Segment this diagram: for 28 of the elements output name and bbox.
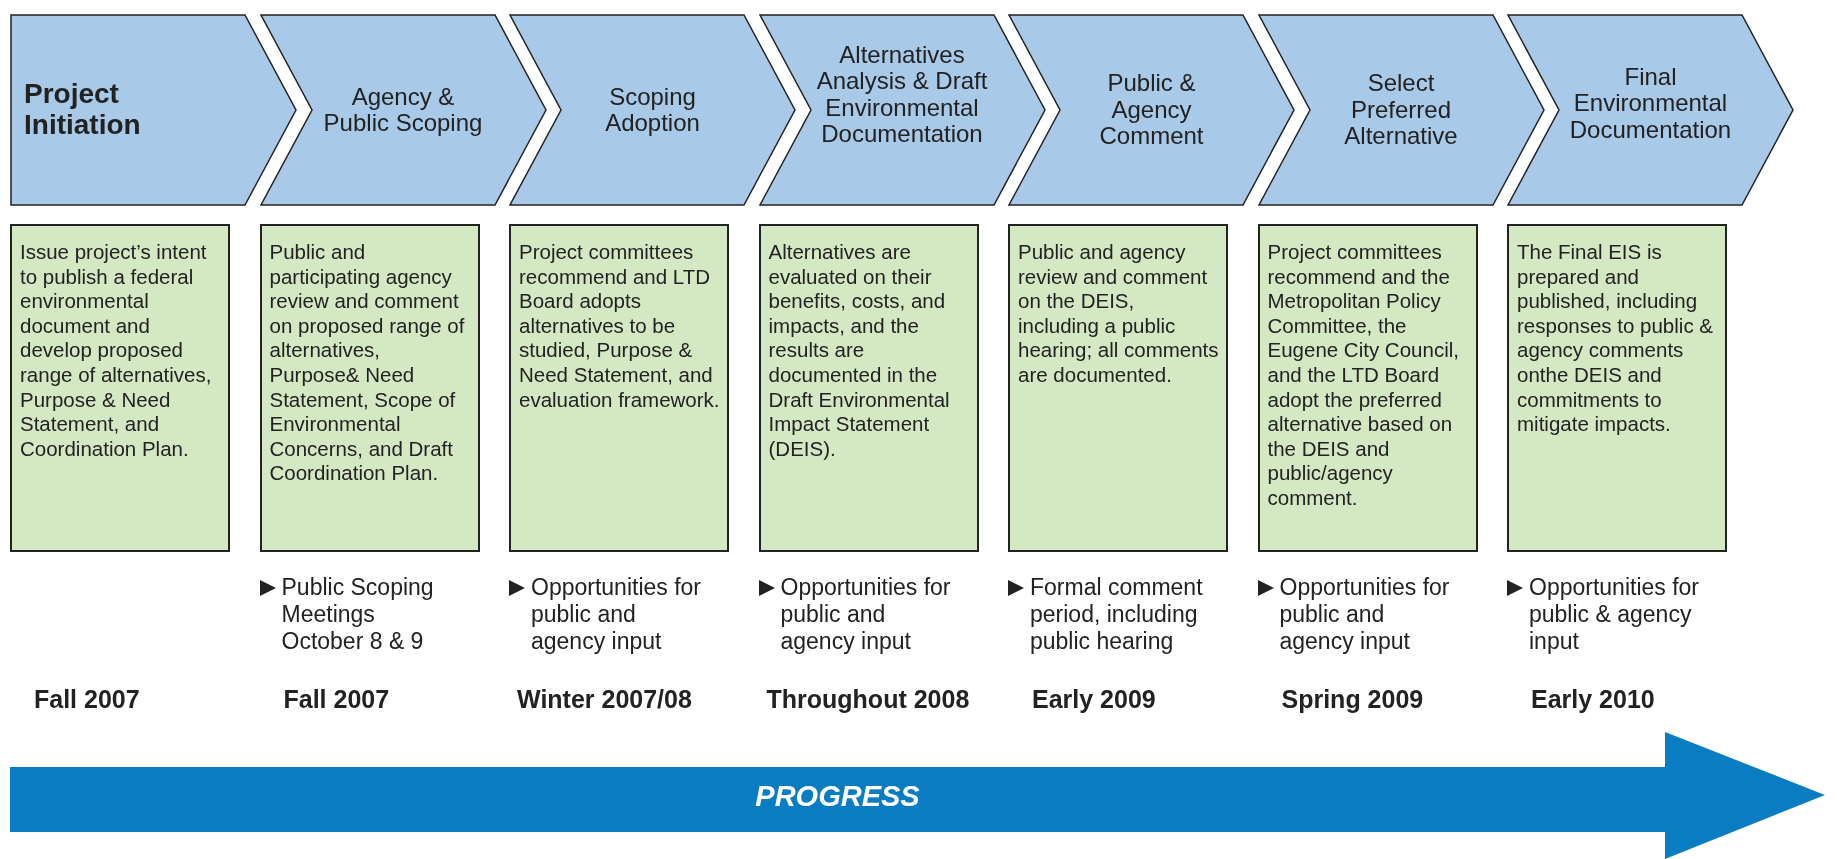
phase-heading-banner: Public & Agency Comment [1008, 14, 1295, 206]
description-box: Issue project’s intent to publish a federal environmental document and develop proposed range of alternatives, Purpose & Need Statement, and Coordination Plan. [10, 224, 230, 552]
bullet-text: Opportunities for public and agency input [531, 574, 703, 656]
bullet-text: Public Scoping Meetings October 8 & 9 [281, 574, 435, 656]
bullet-text: Opportunities for public and agency input [780, 574, 952, 656]
phase-heading-banner: Project Initiation [10, 14, 297, 206]
description-box: Alternatives are evaluated on their benefits, costs, and impacts, and the results are documented in the Draft Environmental Impact Statement (DEIS). [758, 224, 979, 552]
date-label: Early 2010 [1531, 685, 1655, 714]
date-label: Fall 2007 [283, 685, 390, 714]
phase-heading-banner: Final Environmental Documentation [1507, 14, 1794, 206]
description-box: Public and agency review and comment on the DEIS, including a public hearing; all comments are documented. [1008, 224, 1228, 552]
bullet-text: Opportunities for public & agency input [1529, 574, 1701, 656]
date-label: Spring 2009 [1281, 685, 1424, 714]
date-label: Fall 2007 [34, 685, 140, 714]
description-box: The Final EIS is prepared and published, including responses to public & agency comments onthe DEIS and commitments to mitigate impacts. [1507, 224, 1727, 552]
description-box: Project committees recommend and LTD Board adopts alternatives to be studied, Purpose & Need Statement, and evaluation framework. [509, 224, 729, 552]
description-box: Project committees recommend and the Metropolitan Policy Committee, the Eugene City Council, and the LTD Board adopt the preferred alternative based on the DEIS and public/agency comment. [1257, 224, 1478, 552]
bullet-text: Opportunities for public and agency input [1279, 574, 1451, 656]
date-label: Early 2009 [1032, 685, 1156, 714]
bullet-text: Formal comment period, including public hearing [1030, 574, 1204, 656]
description-box: Public and participating agency review and comment on proposed range of alternatives, Purpose& Need Statement, Scope of Environmental Concerns, and Draft Coordination Plan. [259, 224, 480, 552]
date-label: Winter 2007/08 [517, 685, 692, 714]
phase-heading-banner: Scoping Adoption [509, 14, 796, 206]
phase-heading-banner: Select Preferred Alternative [1257, 14, 1545, 206]
phase-heading-banner: Agency & Public Scoping [259, 14, 547, 206]
date-label: Throughout 2008 [766, 685, 970, 714]
phase-heading-banner: Alternatives Analysis & Draft Environmental Documentation [758, 14, 1046, 206]
progress-arrow: PROGRESS [10, 732, 1825, 859]
